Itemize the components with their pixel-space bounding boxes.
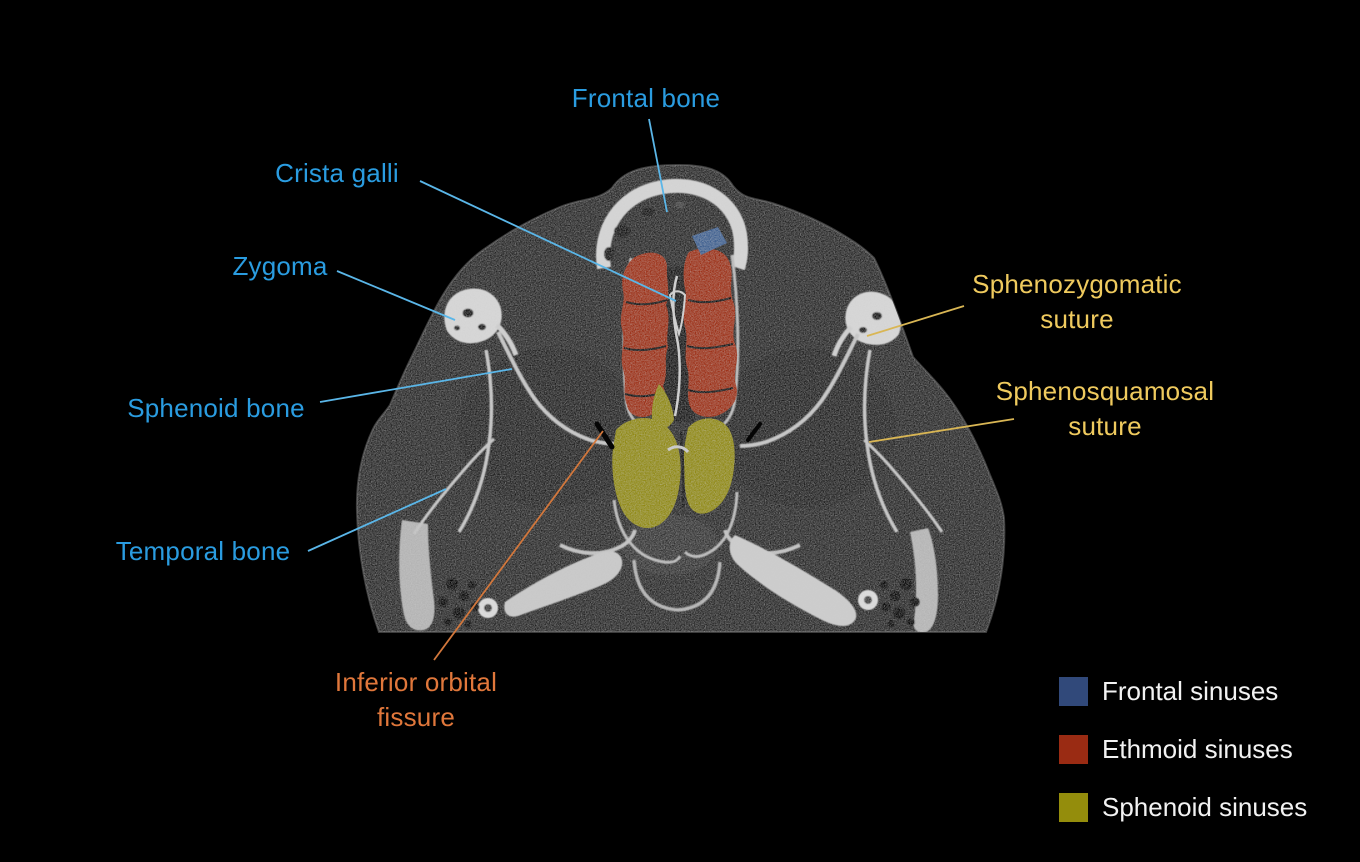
- label-zygoma: Zygoma: [232, 251, 328, 281]
- legend: Frontal sinuses Ethmoid sinuses Sphenoid…: [1059, 676, 1349, 850]
- crista-galli-leader-line: [419, 180, 677, 302]
- sphenoid-sinuses-swatch: [1059, 792, 1088, 822]
- left-inferior-orbital-fissure-gap: [594, 421, 615, 450]
- label-crista-galli: Crista galli: [275, 158, 399, 188]
- label-sphenoid-bone: Sphenoid bone: [127, 393, 305, 423]
- ethmoid-sinuses-label: Ethmoid sinuses: [1102, 733, 1293, 764]
- sphenosquamosal-suture-leader-line: [868, 418, 1015, 443]
- temporal-bone-leader-line: [307, 488, 447, 552]
- right-inferior-orbital-fissure-gap: [746, 422, 762, 442]
- legend-row-sphenoid-sinuses: Sphenoid sinuses: [1059, 792, 1349, 822]
- inferior-orbital-fissure-leader-line: [433, 430, 604, 661]
- sphenoid-sinuses-label: Sphenoid sinuses: [1102, 791, 1308, 822]
- zygoma-leader-line: [336, 270, 456, 321]
- legend-row-ethmoid-sinuses: Ethmoid sinuses: [1059, 734, 1349, 764]
- ethmoid-sinuses-swatch: [1059, 734, 1088, 764]
- label-sphenozygomatic-suture: Sphenozygomatic suture: [972, 269, 1182, 334]
- frontal-sinuses-swatch: [1059, 676, 1088, 706]
- legend-row-frontal-sinuses: Frontal sinuses: [1059, 676, 1349, 706]
- frontal-sinuses-label: Frontal sinuses: [1102, 675, 1279, 706]
- sphenoid-bone-leader-line: [319, 368, 513, 403]
- label-frontal-bone: Frontal bone: [571, 83, 721, 113]
- label-temporal-bone: Temporal bone: [115, 536, 291, 566]
- label-sphenosquamosal-suture: Sphenosquamosal suture: [995, 376, 1215, 441]
- ct-noise-texture: [356, 165, 1005, 632]
- label-inferior-orbital-fissure: Inferior orbital fissure: [334, 667, 498, 732]
- leader-lines: [307, 118, 1015, 661]
- frontal-bone-leader-line: [648, 118, 668, 213]
- sphenozygomatic-suture-leader-line: [866, 305, 965, 337]
